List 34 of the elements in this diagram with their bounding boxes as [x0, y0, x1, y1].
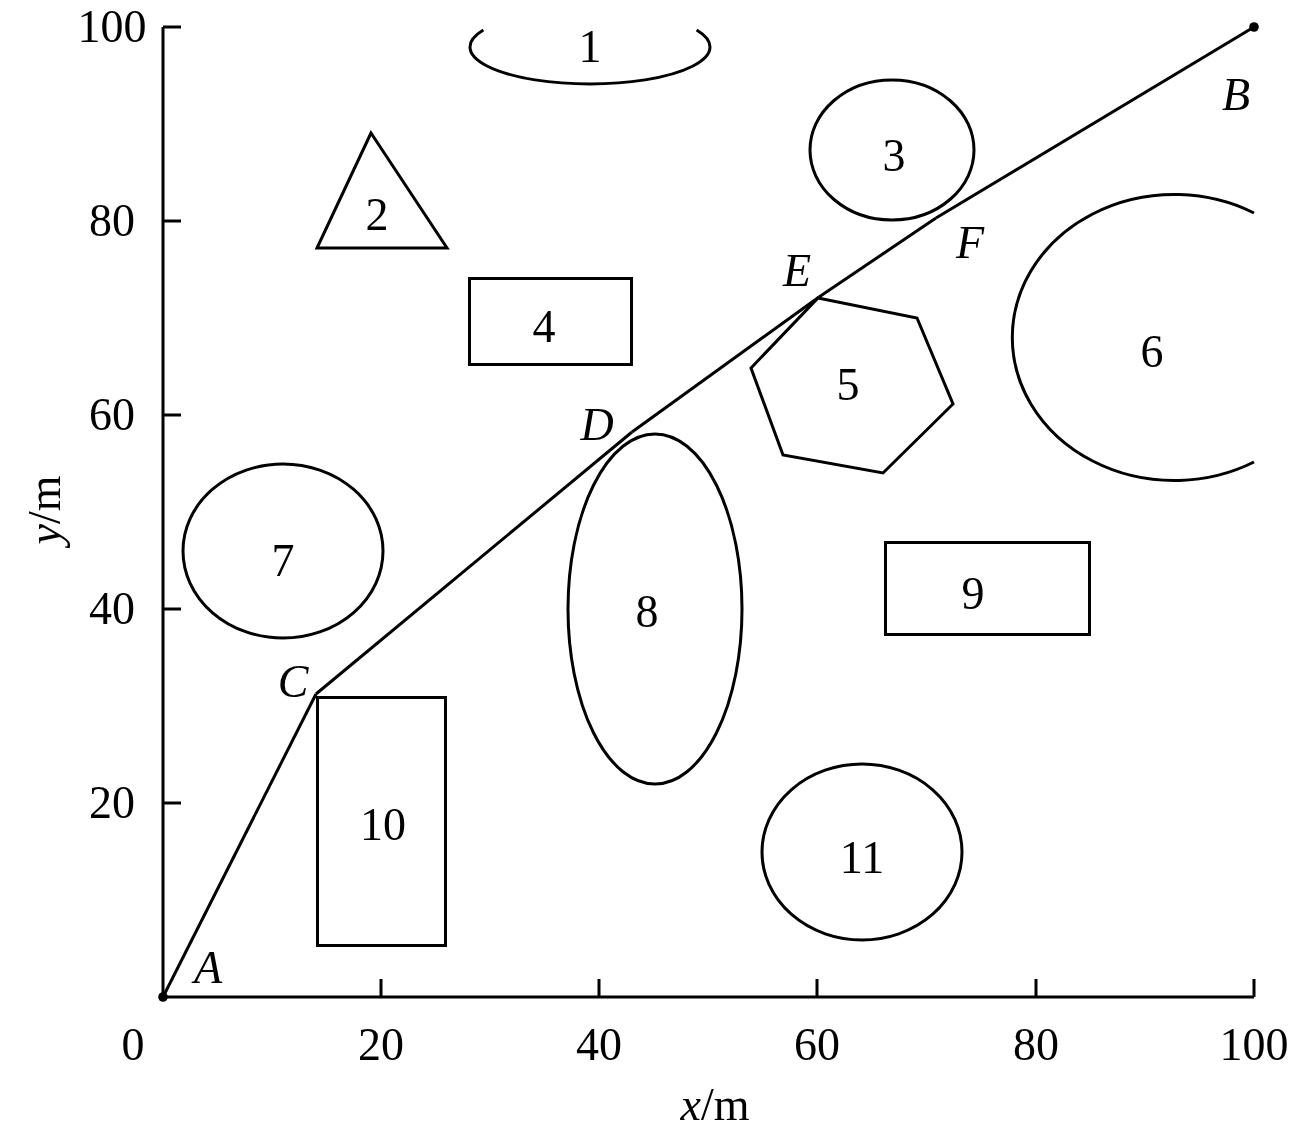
obstacle-number: 3 [882, 133, 906, 179]
obstacle-number: 4 [532, 304, 556, 350]
point-label: A [193, 945, 223, 991]
tick-label: 40 [576, 1022, 622, 1068]
tick-label: 60 [89, 392, 135, 438]
path-segment [935, 22, 1259, 220]
axis-label: x/m [680, 1082, 750, 1128]
point-label: D [580, 402, 614, 448]
obstacle-number: 9 [961, 571, 985, 617]
obstacle-number: 8 [635, 589, 659, 635]
point-label: C [277, 659, 309, 705]
path-segment [315, 430, 633, 696]
tick-label: 80 [1013, 1022, 1059, 1068]
obstacle-number: 11 [839, 835, 885, 881]
path-segment [158, 693, 318, 1002]
tick-label: 60 [794, 1022, 840, 1068]
obstacle-number: 5 [836, 362, 860, 408]
obstacle-number: 10 [360, 802, 406, 848]
obstacle-number: 7 [271, 538, 295, 584]
point-label: E [782, 248, 812, 294]
path-segment [818, 216, 937, 299]
tick-label: 0 [121, 1022, 145, 1068]
point-label: B [1221, 72, 1251, 118]
tick-label: 100 [1219, 1022, 1289, 1068]
tick-label: 20 [358, 1022, 404, 1068]
obstacle-number: 6 [1140, 329, 1164, 375]
tick-label: 20 [89, 780, 135, 826]
tick-label: 40 [89, 586, 135, 632]
tick-label: 80 [89, 198, 135, 244]
obstacle-number: 2 [365, 192, 389, 238]
tick-label: 100 [77, 4, 147, 50]
point-label: F [955, 220, 985, 266]
obstacle-number: 1 [578, 24, 602, 70]
path-segment [631, 295, 820, 434]
